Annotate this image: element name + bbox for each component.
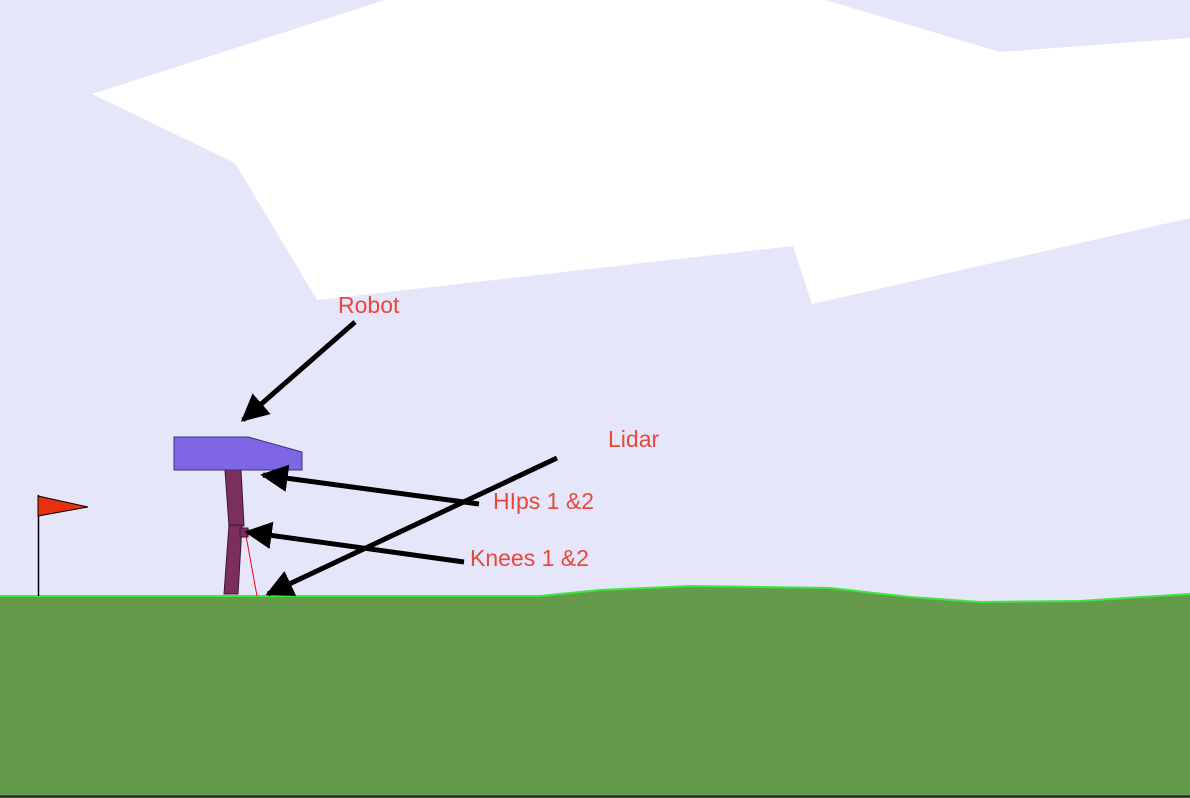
- lidar-label: Lidar: [608, 426, 660, 452]
- terrain-edge: [0, 584, 1190, 604]
- hips-arrow: [260, 464, 480, 507]
- robot-hull: [173, 436, 303, 471]
- lidar-arrow: [265, 455, 559, 597]
- hips-label: HIps 1 &2: [493, 488, 594, 514]
- cloud: [92, 0, 1190, 304]
- robot-arrow: [240, 320, 357, 422]
- robot-label: Robot: [338, 292, 400, 318]
- start-flag-icon: [37, 495, 89, 517]
- lower-leg: [223, 524, 243, 595]
- knee-joint: [239, 527, 249, 538]
- knees-arrow: [244, 521, 465, 565]
- terrain-ground: [0, 586, 1190, 798]
- knees-label: Knees 1 &2: [470, 545, 589, 571]
